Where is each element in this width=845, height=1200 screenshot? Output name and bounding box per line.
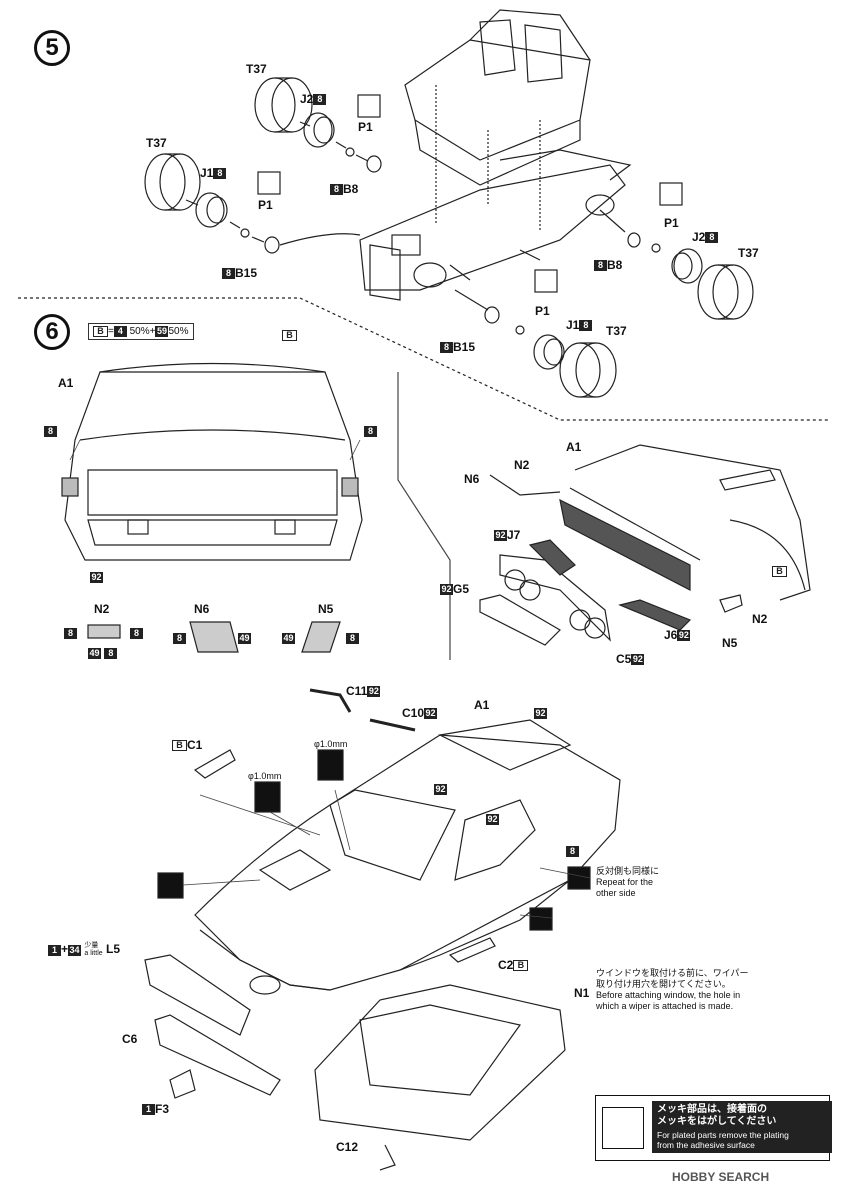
drill-icon — [317, 749, 344, 781]
part-label: T37 — [738, 246, 759, 260]
color-code: 8 — [566, 844, 579, 858]
part-label: N5 — [318, 602, 334, 616]
divider-step5 — [18, 297, 828, 421]
no-glue-icon — [659, 182, 683, 206]
step-number: 5 — [34, 30, 70, 66]
part-label: N2 — [514, 458, 530, 472]
color-code: 49 — [238, 633, 251, 645]
no-glue-icon — [357, 94, 381, 118]
chassis — [359, 149, 632, 301]
color-code: 8 — [346, 631, 359, 645]
color-code: 92 — [434, 784, 447, 796]
drill-icon — [157, 872, 184, 899]
repeat-icon — [567, 866, 591, 890]
color-code: 92 — [534, 708, 547, 720]
part-label: 8 — [364, 424, 377, 438]
color-code: 8 — [64, 626, 77, 640]
repeat-icon — [529, 907, 553, 931]
part-label: N2 — [752, 612, 768, 626]
part-label: P1 — [358, 120, 373, 134]
wheel-rear-left — [144, 153, 361, 254]
wheel-front-right — [599, 209, 754, 320]
divider-step6 — [397, 372, 451, 660]
no-glue-icon — [257, 171, 281, 195]
front-body — [489, 444, 811, 601]
part-label: N6 — [464, 472, 480, 486]
wheel-front-left — [254, 77, 382, 173]
part-label: P1 — [258, 198, 273, 212]
part-label: C1192 — [346, 684, 381, 698]
part-label: N6 — [194, 602, 210, 616]
wiper-parts — [193, 688, 496, 963]
color-code: 92 — [486, 814, 499, 826]
wheel-rear-right — [454, 289, 617, 398]
seat-interior — [404, 9, 591, 186]
part-label: B — [282, 328, 297, 342]
front-grille-parts — [479, 539, 743, 646]
part-label: P1 — [664, 216, 679, 230]
wiper-note: ウインドウを取付ける前に、ワイパー 取り付け用穴を開けてください。 Before… — [596, 968, 749, 1011]
part-label: J692 — [664, 628, 691, 642]
part-label: A1 — [58, 376, 74, 390]
part-label: C1092 — [402, 706, 438, 720]
front-bumper-parts — [144, 954, 281, 1099]
part-label: C6 — [122, 1032, 138, 1046]
part-label: C592 — [616, 652, 645, 666]
part-label: 8 — [44, 424, 57, 438]
color-code: 49 — [282, 633, 295, 645]
marker-parts — [87, 621, 341, 653]
window-glass — [314, 984, 566, 1171]
drill-size: φ1.0mm — [314, 739, 348, 749]
step-number: 6 — [34, 314, 70, 350]
part-label: N5 — [722, 636, 738, 650]
part-label: A1 — [566, 440, 582, 454]
color-code: 8 — [130, 626, 143, 640]
part-label: T37 — [246, 62, 267, 76]
part-label: T37 — [606, 324, 627, 338]
drill-icon — [254, 781, 281, 813]
part-label: T37 — [146, 136, 167, 150]
no-glue-icon — [534, 269, 558, 293]
repeat-note: 反対側も同様に Repeat for the other side — [596, 866, 660, 898]
scrape-plating-icon — [602, 1107, 644, 1149]
part-label: B — [772, 564, 787, 578]
part-label: P1 — [535, 304, 550, 318]
car-body-main — [194, 719, 621, 995]
color-code: 8 — [173, 631, 186, 645]
part-label: A1 — [474, 698, 490, 712]
part-label: N1 — [574, 986, 590, 1000]
drill-size: φ1.0mm — [248, 771, 282, 781]
watermark: HOBBY SEARCH — [672, 1170, 770, 1184]
part-label: C12 — [336, 1140, 359, 1154]
rear-body — [61, 362, 363, 561]
plated-parts-note: メッキ部品は、接着面の メッキをはがしてください For plated part… — [595, 1095, 832, 1161]
part-label: 92 — [90, 572, 103, 584]
color-code: 49 8 — [88, 646, 118, 660]
part-label: N2 — [94, 602, 110, 616]
